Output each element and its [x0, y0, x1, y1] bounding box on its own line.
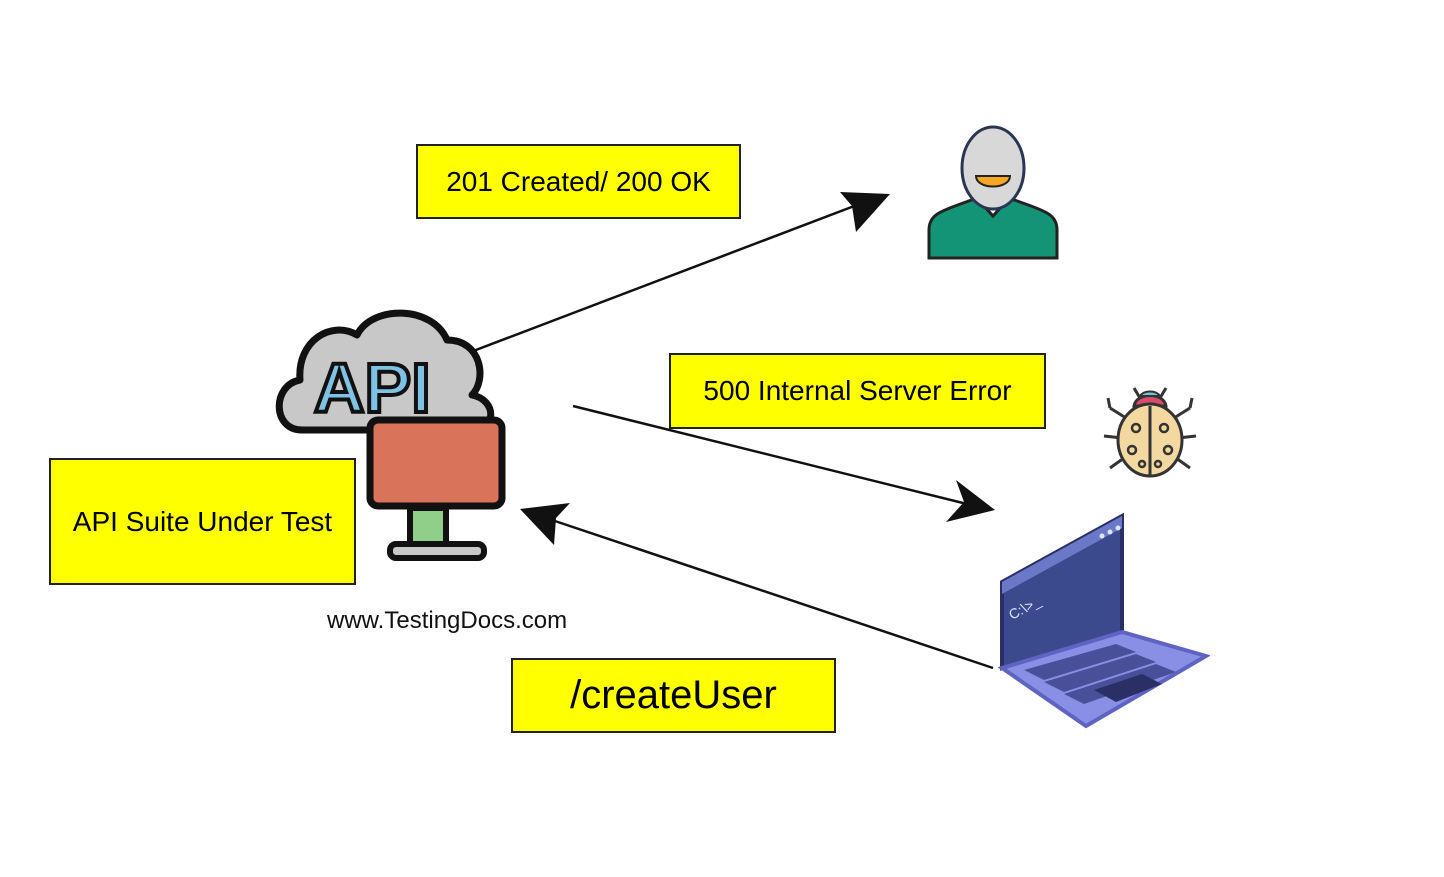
- user-icon: [927, 125, 1059, 260]
- arrow-head-laptop: [946, 480, 995, 522]
- arrow-head-user: [840, 192, 890, 232]
- bug-icon: [1103, 387, 1197, 478]
- api-suite-label: API Suite Under Test: [49, 458, 356, 585]
- arrow-api-to-laptop: [572, 404, 976, 508]
- endpoint-label: /createUser: [511, 658, 836, 733]
- laptop-icon: C:\>_: [998, 512, 1210, 729]
- success-response-label: 201 Created/ 200 OK: [416, 144, 741, 219]
- watermark-text: www.TestingDocs.com: [327, 607, 568, 634]
- arrow-head-api: [520, 503, 570, 545]
- arrow-laptop-to-api: [539, 514, 994, 670]
- svg-text:API: API: [314, 349, 431, 427]
- arrow-api-to-user: [467, 198, 871, 355]
- api-cloud-monitor-icon: API: [275, 309, 506, 561]
- error-response-label: 500 Internal Server Error: [669, 353, 1046, 429]
